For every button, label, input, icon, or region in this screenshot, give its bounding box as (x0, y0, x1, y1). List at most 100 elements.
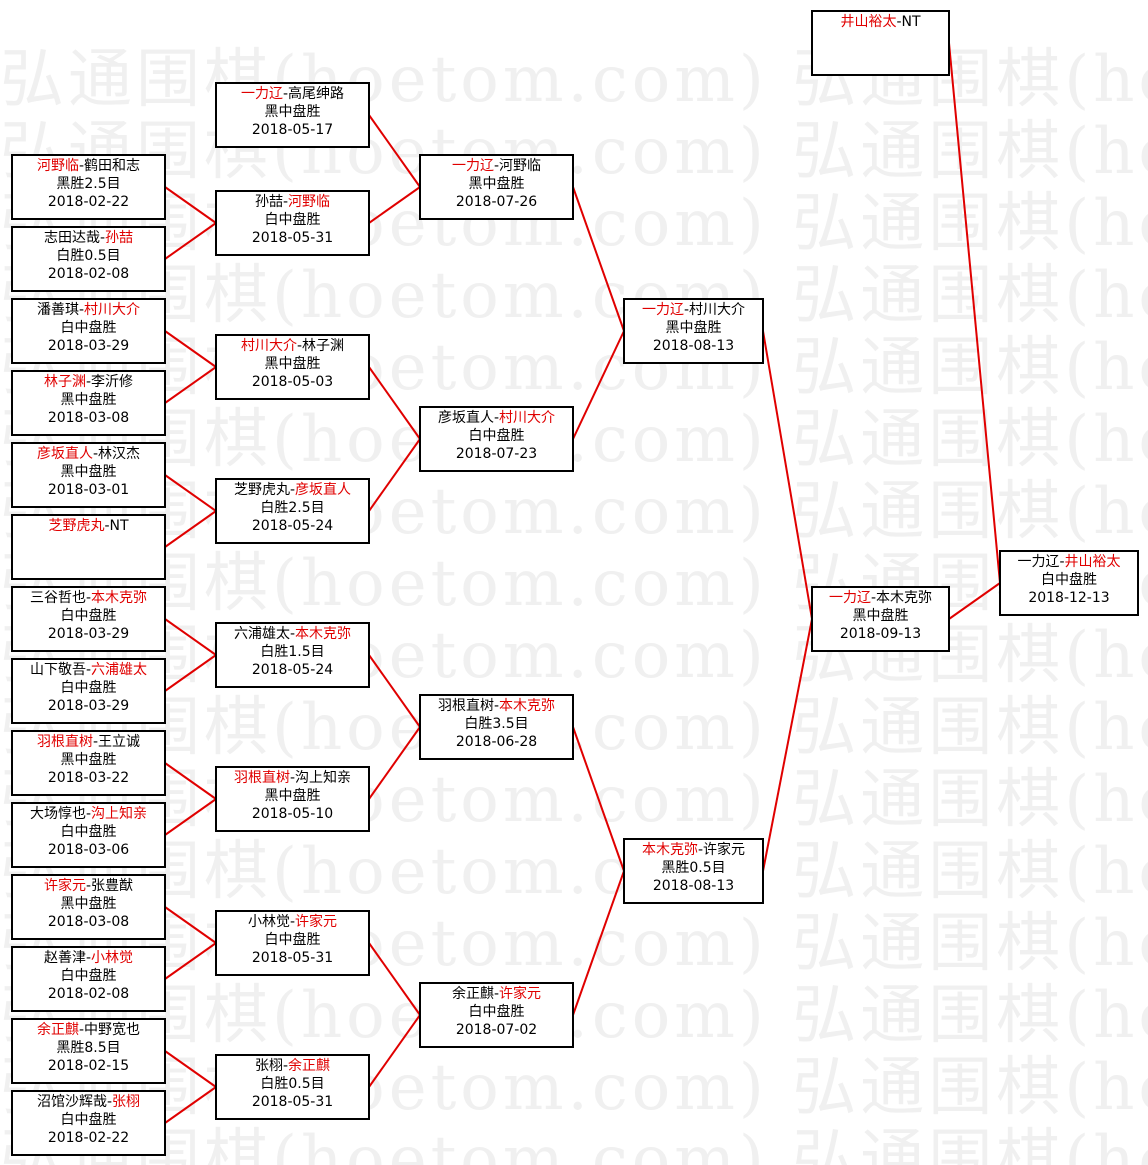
player-white: 鹤田和志 (84, 158, 141, 174)
match-date: 2018-02-22 (47, 194, 130, 210)
match-result: 白中盘胜 (60, 824, 117, 840)
match-players: 河野临-鹤田和志 (13, 157, 164, 175)
match-players: 山下敬吾-六浦雄太 (13, 661, 164, 679)
player-white: 村川大介 (84, 302, 141, 318)
match-players: 余正麒-许家元 (421, 985, 572, 1003)
bracket-connector (164, 1086, 217, 1124)
bracket-connector (368, 366, 421, 440)
bracket-connector (164, 186, 217, 224)
player-black: 一力辽 (240, 86, 283, 102)
separator: - (296, 338, 303, 354)
match-players: 村川大介-林子渊 (217, 337, 368, 355)
match-players: 芝野虎丸-NT (13, 517, 164, 535)
separator: - (85, 878, 92, 894)
match-date: 2018-03-01 (47, 482, 130, 498)
match-result: 黑中盘胜 (60, 896, 117, 912)
match-date: 2018-03-08 (47, 914, 130, 930)
bracket-connector (948, 582, 1001, 620)
bracket-connector (164, 762, 217, 800)
match-date: 2018-05-10 (251, 806, 334, 822)
separator: - (493, 698, 500, 714)
player-black: 彦坂直人 (437, 410, 494, 426)
player-black: 芝野虎丸 (48, 518, 105, 534)
match-players: 一力辽-河野临 (421, 157, 572, 175)
separator: - (104, 518, 110, 534)
match-result: 白中盘胜 (264, 932, 321, 948)
separator: - (99, 230, 106, 246)
player-black: 羽根直树 (437, 698, 494, 714)
match-box[interactable]: 芝野虎丸-NT (11, 514, 166, 580)
player-black: 赵善津 (43, 950, 86, 966)
match-result: 白胜1.5目 (260, 644, 325, 660)
bracket-connector (948, 42, 1001, 584)
match-result: 白中盘胜 (60, 1112, 117, 1128)
bracket-connector (164, 330, 217, 368)
match-players: 一力辽-本木克弥 (813, 589, 948, 607)
match-players: 小林觉-许家元 (217, 913, 368, 931)
match-result: 黑中盘胜 (852, 608, 909, 624)
player-black: 余正麒 (36, 1022, 79, 1038)
player-white: 河野临 (499, 158, 542, 174)
match-result: 白中盘胜 (60, 968, 117, 984)
player-white: 本木克弥 (499, 698, 556, 714)
bracket-connector (164, 366, 217, 404)
match-date: 2018-05-31 (251, 950, 334, 966)
bracket-connector (164, 474, 217, 512)
player-black: 六浦雄太 (233, 626, 290, 642)
player-white: 张豊猷 (91, 878, 134, 894)
bracket-connector (164, 798, 217, 836)
match-box[interactable]: 一力辽-本木克弥黑中盘胜 2018-09-13 (811, 586, 950, 652)
match-date: 2018-07-23 (455, 446, 538, 462)
match-date: 2018-07-02 (455, 1022, 538, 1038)
player-white: 高尾绅路 (288, 86, 345, 102)
player-white: 沟上知亲 (295, 770, 352, 786)
match-date: 2018-09-13 (839, 626, 922, 642)
bracket-connector (368, 1014, 421, 1088)
player-black: 潘善琪 (36, 302, 79, 318)
separator: - (493, 986, 500, 1002)
match-box[interactable]: 小林觉-许家元白中盘胜 2018-05-31 (215, 910, 370, 976)
match-date: 2018-03-06 (47, 842, 130, 858)
match-date: 2018-08-13 (652, 878, 735, 894)
player-black: 山下敬吾 (29, 662, 86, 678)
match-result: 白中盘胜 (264, 212, 321, 228)
player-white: 六浦雄太 (91, 662, 148, 678)
bracket-connector (572, 186, 625, 332)
match-box[interactable]: 井山裕太-NT (811, 10, 950, 76)
match-date: 2018-07-26 (455, 194, 538, 210)
player-white: 沟上知亲 (91, 806, 148, 822)
match-result: 白中盘胜 (60, 320, 117, 336)
bracket-connector (572, 330, 625, 440)
player-black: 一力辽 (451, 158, 494, 174)
player-white: 河野临 (288, 194, 331, 210)
player-white: 村川大介 (499, 410, 556, 426)
